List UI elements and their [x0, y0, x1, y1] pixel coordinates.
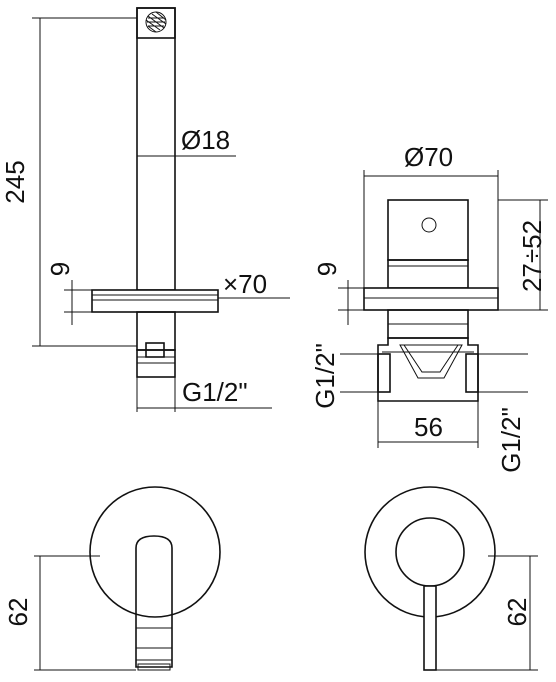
- spout-diameter-dimension: Ø18: [181, 125, 230, 155]
- left-thread-dimension: G1/2": [182, 377, 248, 407]
- right-thread-dimension-b: G1/2": [496, 407, 526, 473]
- front-right-height-dimension: 62: [502, 598, 532, 627]
- aerator-icon: [136, 7, 176, 39]
- right-plate-thickness-dimension: 9: [312, 262, 342, 276]
- spout-height-dimension: 245: [0, 160, 30, 203]
- right-plate-diameter-dimension: Ø70: [404, 142, 453, 172]
- left-plate-thickness-dimension: 9: [45, 262, 75, 276]
- body-width-dimension: 56: [414, 412, 443, 442]
- mixer-front-view: [364, 486, 538, 671]
- spout-side-view: [32, 7, 290, 412]
- adjust-range-dimension: 27÷52: [517, 220, 547, 292]
- mixer-side-view: [338, 170, 548, 448]
- left-plate-diameter-dimension: ×70: [223, 269, 267, 299]
- front-left-height-dimension: 62: [3, 598, 33, 627]
- right-thread-dimension-a: G1/2": [310, 343, 340, 409]
- spout-front-view: [34, 486, 221, 671]
